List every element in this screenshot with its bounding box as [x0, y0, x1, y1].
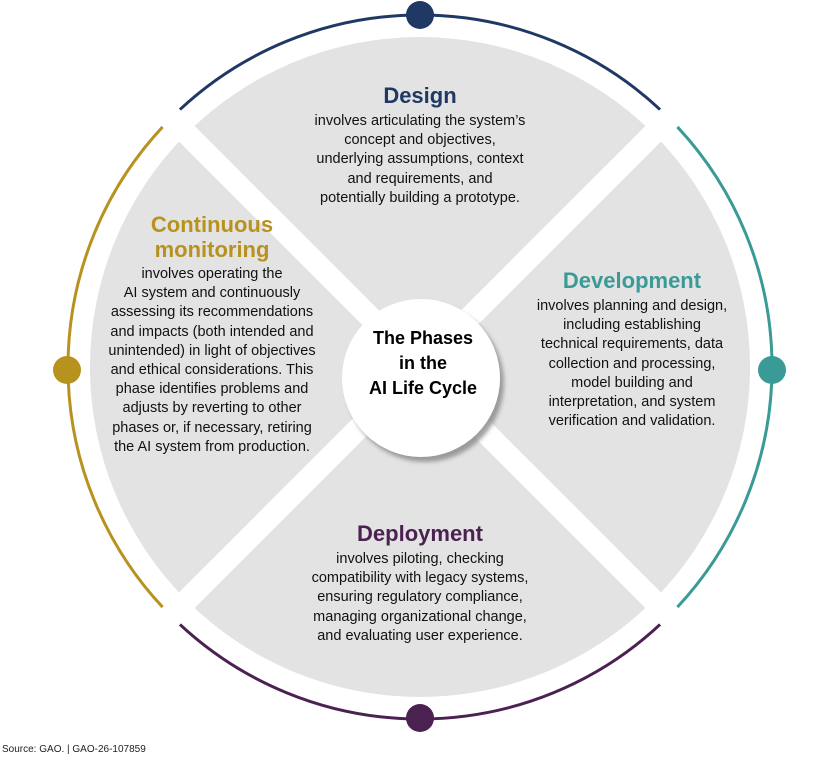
description-line: ensuring regulatory compliance, — [317, 589, 523, 606]
description-line: and impacts (both intended and — [110, 323, 314, 340]
description-line: involves operating the — [141, 266, 283, 282]
continuous-monitoring-title: Continuous monitoring — [72, 212, 352, 262]
description-line: adjusts by reverting to other — [122, 400, 302, 417]
design-dot-icon — [406, 1, 434, 29]
description-line: verification and validation. — [548, 413, 716, 430]
description-line: phases or, if necessary, retiring — [112, 419, 312, 436]
deployment-phase: Deployment involves piloting, checking co… — [270, 521, 570, 646]
center-label-line: The Phases — [372, 328, 474, 348]
description-line: phase identifies problems and — [115, 381, 309, 398]
title-line: monitoring — [154, 237, 270, 262]
description-line: involves piloting, checking — [336, 551, 504, 567]
development-dot-icon — [758, 356, 786, 384]
design-title: Design — [383, 83, 457, 108]
center-circle — [342, 299, 500, 457]
description-line: model building and — [571, 374, 693, 391]
development-title: Development — [562, 268, 702, 293]
description-line: concept and objectives, — [344, 132, 496, 149]
design-phase: Design involves articulating the system’… — [270, 83, 570, 208]
deployment-dot-icon — [406, 704, 434, 732]
description-line: technical requirements, data — [540, 336, 724, 353]
source-note: Source: GAO. | GAO-26-107859 — [2, 744, 146, 755]
title-line: Continuous — [150, 212, 274, 237]
deployment-title: Deployment — [357, 521, 483, 546]
description-line: the AI system from production. — [114, 438, 310, 455]
center-label-line: AI Life Cycle — [368, 378, 478, 398]
description-line: AI system and continuously — [123, 285, 301, 302]
description-line: managing organizational change, — [313, 608, 527, 625]
continuous-monitoring-phase: Continuous monitoring involves operating… — [72, 212, 352, 457]
description-line: involves planning and design, — [536, 298, 728, 314]
description-line: involves articulating the system’s — [314, 113, 526, 129]
development-phase: Development involves planning and design… — [497, 268, 767, 431]
description-line: assessing its recommendations — [110, 304, 314, 321]
monitoring-dot-icon — [53, 356, 81, 384]
description-line: including establishing — [563, 317, 701, 334]
description-line: and ethical considerations. This — [110, 362, 314, 379]
description-line: underlying assumptions, context — [316, 151, 524, 168]
description-line: collection and processing, — [548, 355, 716, 372]
description-line: compatibility with legacy systems, — [311, 570, 529, 587]
center-label: The Phases in the AI Life Cycle — [343, 326, 503, 401]
center-label-line: in the — [399, 353, 447, 373]
description-line: interpretation, and system — [548, 394, 716, 411]
description-line: and evaluating user experience. — [317, 627, 523, 644]
description-line: and requirements, and — [347, 170, 493, 187]
description-line: potentially building a prototype. — [320, 189, 520, 206]
description-line: unintended) in light of objectives — [108, 342, 316, 359]
